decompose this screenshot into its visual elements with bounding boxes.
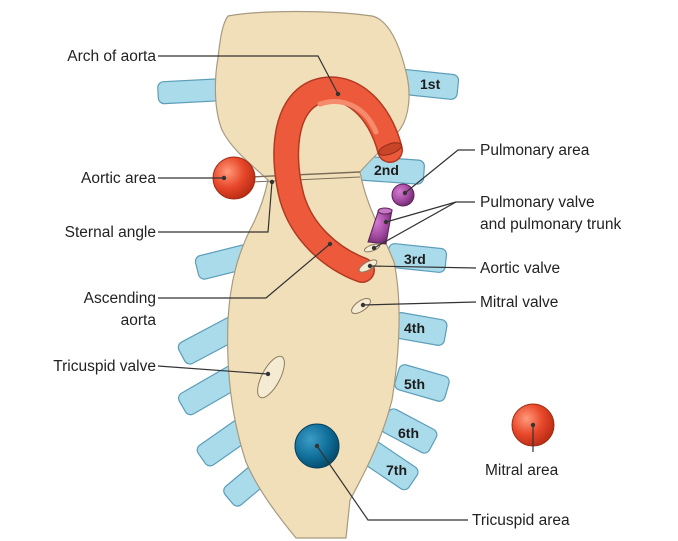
- label-aortic-valve: Aortic valve: [480, 260, 560, 277]
- pulmonary-trunk-top: [378, 208, 392, 214]
- rib-label-3rd: 3rd: [404, 251, 426, 267]
- label-tricuspid-area: Tricuspid area: [472, 512, 570, 529]
- label-sternal-angle: Sternal angle: [65, 224, 156, 241]
- rib-label-4th: 4th: [404, 320, 425, 336]
- label-pulmonary-valve-line2: and pulmonary trunk: [480, 216, 622, 233]
- rib-label-2nd: 2nd: [374, 162, 399, 178]
- label-pulmonary-area: Pulmonary area: [480, 142, 590, 159]
- rib-label-1st: 1st: [420, 76, 441, 92]
- rib-label-5th: 5th: [404, 376, 425, 392]
- label-mitral-valve: Mitral valve: [480, 294, 558, 311]
- leader-dot-arch: [336, 92, 340, 96]
- label-mitral-area: Mitral area: [485, 462, 559, 479]
- leader-dot-aortic-area: [222, 176, 226, 180]
- pulmonary-area-circle: [392, 184, 414, 206]
- label-pulmonary-valve-line1: Pulmonary valve: [480, 194, 595, 211]
- label-tricuspid-valve: Tricuspid valve: [53, 358, 156, 375]
- label-aortic-area: Aortic area: [81, 170, 156, 187]
- leader-dot-ascending-aorta: [328, 242, 332, 246]
- leader-dot-pulmonary-valve: [372, 246, 376, 250]
- leader-dot-tricuspid-valve: [266, 372, 270, 376]
- leader-pulmonary-trunk: [386, 202, 456, 222]
- leader-dot-pulmonary-area: [403, 191, 407, 195]
- leader-dot-mitral-valve: [361, 303, 365, 307]
- leader-dot-tricuspid-area: [315, 444, 319, 448]
- leader-dot-mitral-area: [531, 423, 535, 427]
- leader-dot-aortic-valve: [368, 264, 372, 268]
- label-arch-of-aorta: Arch of aorta: [67, 48, 156, 65]
- rib-label-7th: 7th: [386, 462, 407, 478]
- rib-label-6th: 6th: [398, 425, 419, 441]
- leader-dot-pulmonary-trunk: [384, 220, 388, 224]
- leader-dot-sternal-angle: [270, 180, 274, 184]
- label-ascending-aorta-line2: aorta: [121, 312, 157, 329]
- label-ascending-aorta-line1: Ascending: [84, 290, 156, 307]
